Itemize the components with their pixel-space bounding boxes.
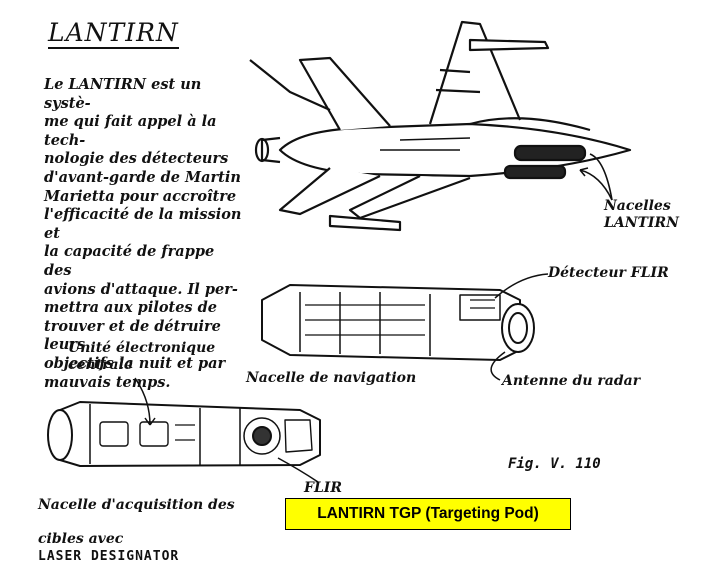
label-central-electronics: Unité électronique centrale bbox=[68, 340, 216, 373]
label-flir: FLIR bbox=[304, 480, 342, 496]
targeting-pod-drawing bbox=[47, 377, 321, 483]
navigation-pod-drawing bbox=[261, 273, 549, 381]
illustrations bbox=[47, 20, 632, 483]
document-title: LANTIRN bbox=[48, 18, 179, 49]
fighter-jet-drawing bbox=[249, 20, 632, 232]
caption-box: LANTIRN TGP (Targeting Pod) bbox=[285, 498, 571, 530]
label-flir-detector: Détecteur FLIR bbox=[548, 265, 669, 281]
intro-paragraph: Le LANTIRN est un systè- me qui fait app… bbox=[44, 76, 242, 391]
label-targeting-line1: Nacelle d'acquisition des bbox=[38, 497, 235, 513]
label-targeting-pod: Nacelle d'acquisition des cibles avec LA… bbox=[38, 480, 235, 565]
label-nacelles-lantirn: Nacelles LANTIRN bbox=[604, 198, 679, 231]
caption-text: LANTIRN TGP (Targeting Pod) bbox=[317, 505, 539, 522]
label-laser-designator: LASER DESIGNATOR bbox=[38, 549, 180, 564]
label-navigation-pod: Nacelle de navigation bbox=[246, 370, 417, 386]
figure-number: Fig. V. 110 bbox=[508, 456, 601, 472]
label-targeting-line2: cibles avec bbox=[38, 531, 124, 547]
label-radar-antenna: Antenne du radar bbox=[502, 373, 641, 389]
